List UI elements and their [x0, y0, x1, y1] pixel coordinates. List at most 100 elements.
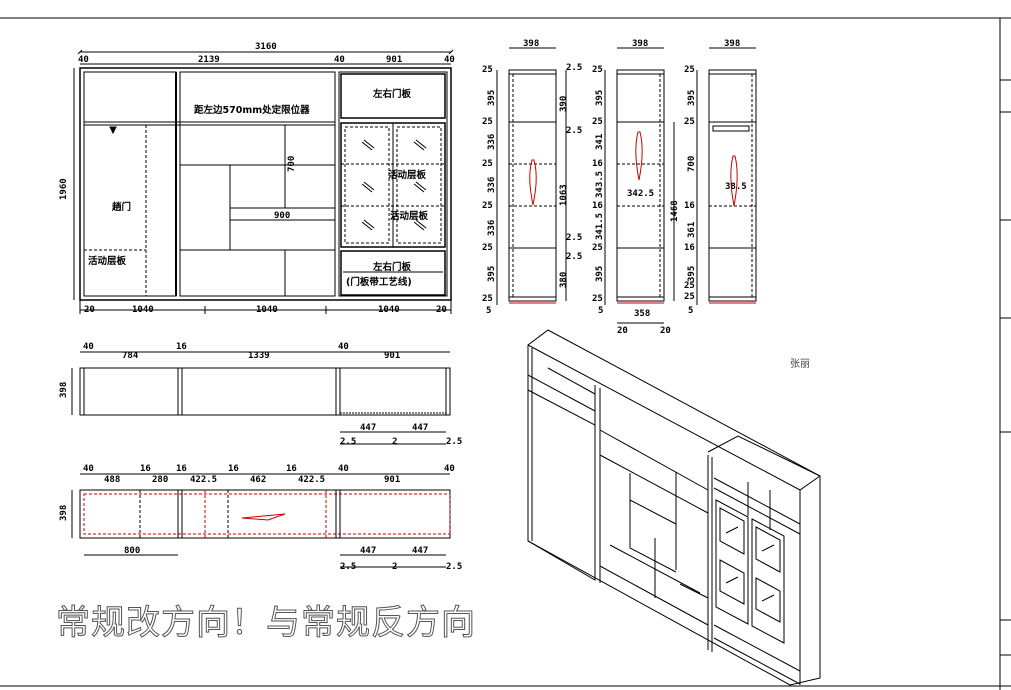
pt-dim-5: 40	[338, 342, 349, 352]
sv1-dim-7: 25	[482, 201, 493, 211]
sv3-dim-7: 16	[684, 243, 695, 253]
side-view-1	[496, 47, 567, 305]
pb-dim-5: 16	[176, 464, 187, 474]
front-view-labels: 3160 40 2139 40 901 40 1960 20 1040 1040…	[59, 42, 455, 315]
pt-sdim-3: 2.5	[446, 437, 462, 447]
sv2-dim-11: 25	[592, 294, 603, 304]
sv1-dim-12: 5	[486, 306, 491, 316]
pt-sdim-1: 2.5	[340, 437, 356, 447]
sv1-dim-6: 336	[487, 177, 497, 193]
sliding-door-label: 趟门	[111, 201, 131, 213]
sv2-bdim-3: 20	[660, 326, 671, 336]
isometric-view	[527, 329, 821, 686]
sv1-dim-5: 25	[482, 159, 493, 169]
pb-depth: 398	[59, 505, 69, 521]
sv3-dim-4: 700	[687, 156, 697, 172]
sv1-dim-8: 336	[487, 220, 497, 236]
sv2-dim-10: 395	[595, 266, 605, 282]
sv2-dim-6: 343.5	[595, 171, 605, 198]
sv1-dim-3: 25	[482, 117, 493, 127]
pt-dim-2: 784	[122, 351, 139, 361]
pb-bdim-1: 447	[360, 546, 376, 556]
sv1-dim-11: 25	[482, 294, 493, 304]
pt-bdim-2: 447	[412, 423, 428, 433]
sv1-rdim-3: 2.5	[566, 126, 582, 136]
front-top-dim-4: 901	[386, 55, 402, 65]
front-view	[73, 49, 454, 314]
plan-top	[71, 351, 451, 445]
sv3-dim-2: 395	[687, 90, 697, 106]
side-view-2-labels: 398 25 395 25 341 16 343.5 16 341.5 25 3…	[592, 39, 680, 336]
pt-dim-4: 1339	[248, 351, 270, 361]
sv2-dim-4: 341	[595, 134, 605, 150]
sv1-dim-9: 25	[482, 243, 493, 253]
pb-dim-2: 488	[104, 475, 120, 485]
sv1-dim-1: 25	[482, 65, 493, 75]
sv3-inner: 38.5	[725, 182, 747, 192]
front-bottom-dim-3: 1040	[256, 305, 278, 315]
pb-dim-7: 16	[228, 464, 239, 474]
pb-dim-9: 16	[286, 464, 297, 474]
sv1-width: 398	[523, 39, 539, 49]
sheet-frame	[0, 17, 1011, 690]
sv3-dim-3: 25	[684, 117, 695, 127]
door-panel-label-top: 左右门板	[372, 88, 412, 100]
pb-dim-8: 462	[250, 475, 266, 485]
sv1-rdim-4: 1063	[559, 184, 569, 206]
sv2-dim-5: 16	[592, 159, 603, 169]
plan-bottom-labels: 40 488 16 280 16 422.5 16 462 16 422.5 4…	[59, 464, 462, 572]
pb-bottom-left: 800	[124, 546, 140, 556]
sv1-rdim-2: 390	[559, 96, 569, 112]
pb-sdim-2: 2	[392, 562, 397, 572]
sv1-rdim-7: 380	[559, 272, 569, 288]
sv2-dim-12: 5	[598, 306, 603, 316]
shelf-label-right-1: 活动层板	[388, 169, 427, 181]
plan-top-labels: 40 784 16 1339 40 901 398 447 447 2.5 2 …	[59, 342, 462, 447]
plan-bottom	[71, 473, 451, 568]
side-view-3-labels: 398 25 395 25 700 16 361 16 395 25 25 5 …	[684, 39, 747, 316]
pt-dim-6: 901	[384, 351, 400, 361]
pt-depth: 398	[59, 382, 69, 398]
door-panel-note: (门板带工艺线)	[346, 276, 412, 288]
front-bottom-dim-2: 1040	[132, 305, 154, 315]
door-panel-label-bottom: 左右门板	[372, 261, 412, 273]
sv2-inner: 342.5	[627, 189, 654, 199]
front-top-dim-5: 40	[444, 55, 455, 65]
designer-name: 张丽	[790, 358, 810, 370]
side-view-2	[604, 47, 675, 324]
front-top-dim-1: 40	[78, 55, 89, 65]
pb-dim-4: 280	[152, 475, 168, 485]
sv2-dim-7: 16	[592, 201, 603, 211]
limiter-note: 距左边570mm处定限位器	[194, 104, 310, 116]
direction-note: 常规改方向！与常规反方向	[56, 603, 476, 643]
sv3-dim-5: 16	[684, 201, 695, 211]
front-total-width: 3160	[255, 42, 277, 52]
sv1-dim-4: 336	[487, 134, 497, 150]
sv2-bdim-1: 20	[617, 326, 628, 336]
sv2-dim-9: 25	[592, 243, 603, 253]
sv3-dim-10: 25	[684, 292, 695, 302]
sv2-dim-1: 25	[592, 65, 603, 75]
pb-dim-3: 16	[140, 464, 151, 474]
sv2-width: 398	[632, 39, 648, 49]
pb-dim-11: 40	[338, 464, 349, 474]
sv1-dim-10: 395	[487, 266, 497, 282]
sv2-rdim-1: 1468	[670, 200, 680, 222]
pb-sdim-3: 2.5	[446, 562, 462, 572]
pt-dim-1: 40	[83, 342, 94, 352]
sv3-dim-1: 25	[684, 65, 695, 75]
pb-dim-13: 40	[444, 464, 455, 474]
side-view-3	[696, 47, 757, 305]
shelf-label-left: 活动层板	[88, 255, 127, 267]
pt-sdim-2: 2	[392, 437, 397, 447]
front-top-dim-2: 2139	[198, 55, 220, 65]
sv1-dim-2: 395	[487, 90, 497, 106]
front-top-dim-3: 40	[334, 55, 345, 65]
sv2-dim-2: 395	[595, 90, 605, 106]
pt-bdim-1: 447	[360, 423, 376, 433]
sv3-dim-8: 395	[687, 266, 697, 282]
sv1-rdim-6: 2.5	[566, 252, 582, 262]
front-bottom-dim-4: 1040	[378, 305, 400, 315]
